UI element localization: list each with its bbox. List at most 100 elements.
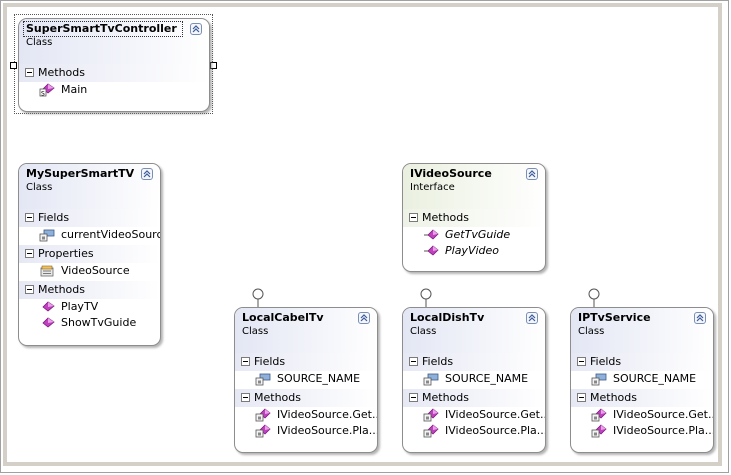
section-label: Fields: [422, 355, 454, 368]
shape-header[interactable]: LocalDishTv Class: [403, 308, 545, 353]
member-method[interactable]: IVideoSource.Get...: [235, 407, 377, 423]
shape-kind: Class: [26, 37, 53, 48]
name-edit-outline: [23, 21, 183, 37]
method-icon: [42, 317, 55, 328]
resize-handle-left[interactable]: [10, 62, 17, 69]
shape-kind: Class: [242, 326, 269, 337]
member-field[interactable]: SOURCE_NAME: [235, 371, 377, 387]
class-shape-supersmarttvcontroller[interactable]: SuperSmartTvController Class Methods S M…: [18, 18, 210, 112]
section-label: Properties: [38, 247, 94, 260]
member-method[interactable]: S Main: [19, 82, 209, 98]
shape-name[interactable]: LocalCabelTv: [242, 311, 324, 324]
member-name: GetTvGuide: [445, 228, 511, 241]
shape-kind: Class: [26, 182, 53, 193]
section-methods[interactable]: Methods: [571, 389, 713, 407]
private-field-icon: [255, 373, 271, 386]
member-method[interactable]: IVideoSource.Get...: [571, 407, 713, 423]
class-shape-iptvservice[interactable]: IPTvService Class Fields SOURCE_NAME Met…: [570, 307, 714, 453]
section-collapse-icon[interactable]: [241, 393, 250, 402]
member-method[interactable]: IVideoSource.Pla...: [235, 423, 377, 439]
section-collapse-icon[interactable]: [25, 285, 34, 294]
section-methods[interactable]: Methods: [19, 64, 209, 82]
shape-name[interactable]: IPTvService: [578, 311, 651, 324]
shape-header[interactable]: IPTvService Class: [571, 308, 713, 353]
shape-header[interactable]: MySuperSmartTV Class: [19, 164, 160, 209]
section-collapse-icon[interactable]: [409, 357, 418, 366]
member-field[interactable]: SOURCE_NAME: [403, 371, 545, 387]
member-name: SOURCE_NAME: [445, 372, 529, 385]
interface-method-icon: [424, 229, 439, 240]
section-methods[interactable]: Methods: [403, 389, 545, 407]
collapse-icon[interactable]: [526, 312, 538, 324]
member-name: SOURCE_NAME: [613, 372, 697, 385]
member-property[interactable]: VideoSource: [19, 263, 160, 279]
section-label: Fields: [590, 355, 622, 368]
collapse-icon[interactable]: [526, 168, 538, 180]
resize-handle-right[interactable]: [210, 62, 217, 69]
section-fields[interactable]: Fields: [571, 353, 713, 371]
property-icon: [40, 265, 54, 277]
section-label: Methods: [422, 391, 469, 404]
diagram-canvas[interactable]: [3, 3, 722, 466]
section-label: Methods: [422, 211, 469, 224]
member-method[interactable]: PlayVideo: [403, 243, 545, 259]
member-field[interactable]: currentVideoSource: [19, 227, 160, 243]
member-method[interactable]: ShowTvGuide: [19, 315, 160, 331]
member-name: IVideoSource.Get...: [445, 408, 546, 421]
member-method[interactable]: IVideoSource.Pla...: [571, 423, 713, 439]
shape-header[interactable]: LocalCabelTv Class: [235, 308, 377, 353]
shape-name[interactable]: LocalDishTv: [410, 311, 485, 324]
member-name: IVideoSource.Get...: [613, 408, 714, 421]
lollipop-interface-icon: [588, 288, 600, 308]
member-method[interactable]: PlayTV: [19, 299, 160, 315]
section-label: Methods: [254, 391, 301, 404]
section-properties[interactable]: Properties: [19, 245, 160, 263]
section-collapse-icon[interactable]: [577, 393, 586, 402]
private-method-icon: [423, 408, 439, 422]
svg-text:S: S: [41, 91, 45, 98]
member-method[interactable]: GetTvGuide: [403, 227, 545, 243]
class-shape-mysupersmarttv[interactable]: MySuperSmartTV Class Fields currentVideo…: [18, 163, 161, 346]
member-name: PlayVideo: [445, 244, 500, 257]
member-method[interactable]: IVideoSource.Get...: [403, 407, 545, 423]
collapse-icon[interactable]: [141, 168, 153, 180]
method-icon: [42, 301, 55, 312]
section-fields[interactable]: Fields: [235, 353, 377, 371]
section-collapse-icon[interactable]: [241, 357, 250, 366]
shape-header[interactable]: SuperSmartTvController Class: [19, 19, 209, 64]
section-collapse-icon[interactable]: [577, 357, 586, 366]
section-collapse-icon[interactable]: [409, 213, 418, 222]
class-shape-localdishtv[interactable]: LocalDishTv Class Fields SOURCE_NAME Met…: [402, 307, 546, 453]
shape-kind: Class: [578, 326, 605, 337]
section-methods[interactable]: Methods: [235, 389, 377, 407]
member-field[interactable]: SOURCE_NAME: [571, 371, 713, 387]
section-methods[interactable]: Methods: [403, 209, 545, 227]
member-name: currentVideoSource: [61, 228, 161, 241]
member-name: IVideoSource.Pla...: [277, 424, 378, 437]
shape-name[interactable]: SuperSmartTvController: [26, 22, 177, 35]
member-method[interactable]: IVideoSource.Pla...: [403, 423, 545, 439]
lollipop-interface-icon: [252, 288, 264, 308]
section-label: Fields: [38, 211, 70, 224]
section-collapse-icon[interactable]: [25, 213, 34, 222]
private-field-icon: [423, 373, 439, 386]
class-shape-localcabeltv[interactable]: LocalCabelTv Class Fields SOURCE_NAME Me…: [234, 307, 378, 453]
section-methods[interactable]: Methods: [19, 281, 160, 299]
section-collapse-icon[interactable]: [25, 68, 34, 77]
shape-name[interactable]: IVideoSource: [410, 167, 492, 180]
section-label: Fields: [254, 355, 286, 368]
collapse-icon[interactable]: [694, 312, 706, 324]
collapse-icon[interactable]: [358, 312, 370, 324]
section-fields[interactable]: Fields: [403, 353, 545, 371]
member-name: SOURCE_NAME: [277, 372, 361, 385]
member-name: IVideoSource.Get...: [277, 408, 378, 421]
shape-kind: Class: [410, 326, 437, 337]
section-fields[interactable]: Fields: [19, 209, 160, 227]
private-method-icon: [255, 424, 271, 438]
collapse-icon[interactable]: [190, 23, 202, 35]
section-collapse-icon[interactable]: [25, 249, 34, 258]
interface-shape-ivideosource[interactable]: IVideoSource Interface Methods GetTvGuid…: [402, 163, 546, 272]
shape-header[interactable]: IVideoSource Interface: [403, 164, 545, 209]
section-collapse-icon[interactable]: [409, 393, 418, 402]
shape-name[interactable]: MySuperSmartTV: [26, 167, 135, 180]
